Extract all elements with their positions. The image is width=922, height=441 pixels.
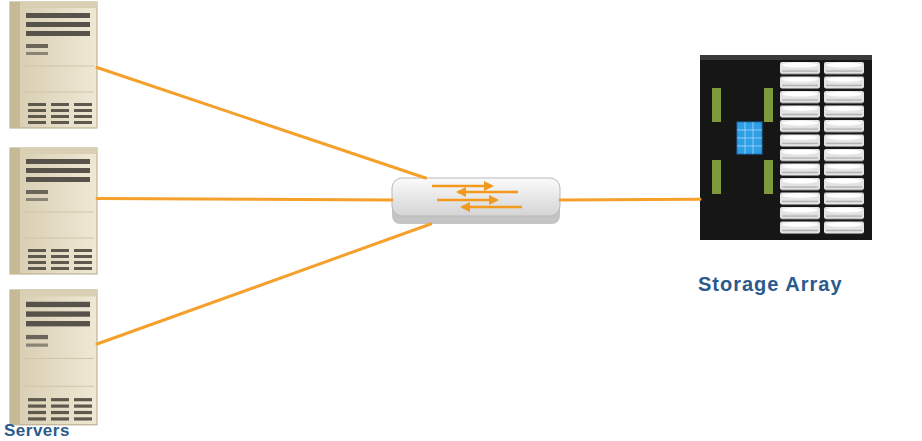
network-link xyxy=(560,198,700,202)
group-label: Servers xyxy=(4,421,70,441)
controller-panel xyxy=(737,122,762,154)
server-icon xyxy=(10,148,97,274)
controller-grid xyxy=(737,122,762,154)
cabinet-handle xyxy=(764,160,773,194)
device-node xyxy=(392,178,560,224)
cabinet-top xyxy=(700,55,872,60)
cabinet-handle xyxy=(712,88,721,122)
device-node: Storage Array xyxy=(700,55,872,240)
network-link xyxy=(97,224,431,344)
server-icon xyxy=(10,2,97,128)
switch-top xyxy=(392,178,560,216)
disk-shelf xyxy=(780,62,864,236)
storage-cabinet xyxy=(700,55,872,240)
device-label: Storage Array xyxy=(698,273,843,296)
switch-icon xyxy=(392,178,560,224)
cabinet-handle xyxy=(712,160,721,194)
device-node xyxy=(10,290,97,425)
network-link xyxy=(97,68,426,178)
device-node xyxy=(10,2,97,128)
storage-array-icon xyxy=(700,55,872,240)
network-link xyxy=(97,198,392,200)
switch-arrows xyxy=(432,186,522,207)
server-icon xyxy=(10,290,97,425)
cabinet-handle xyxy=(764,88,773,122)
device-node xyxy=(10,148,97,274)
